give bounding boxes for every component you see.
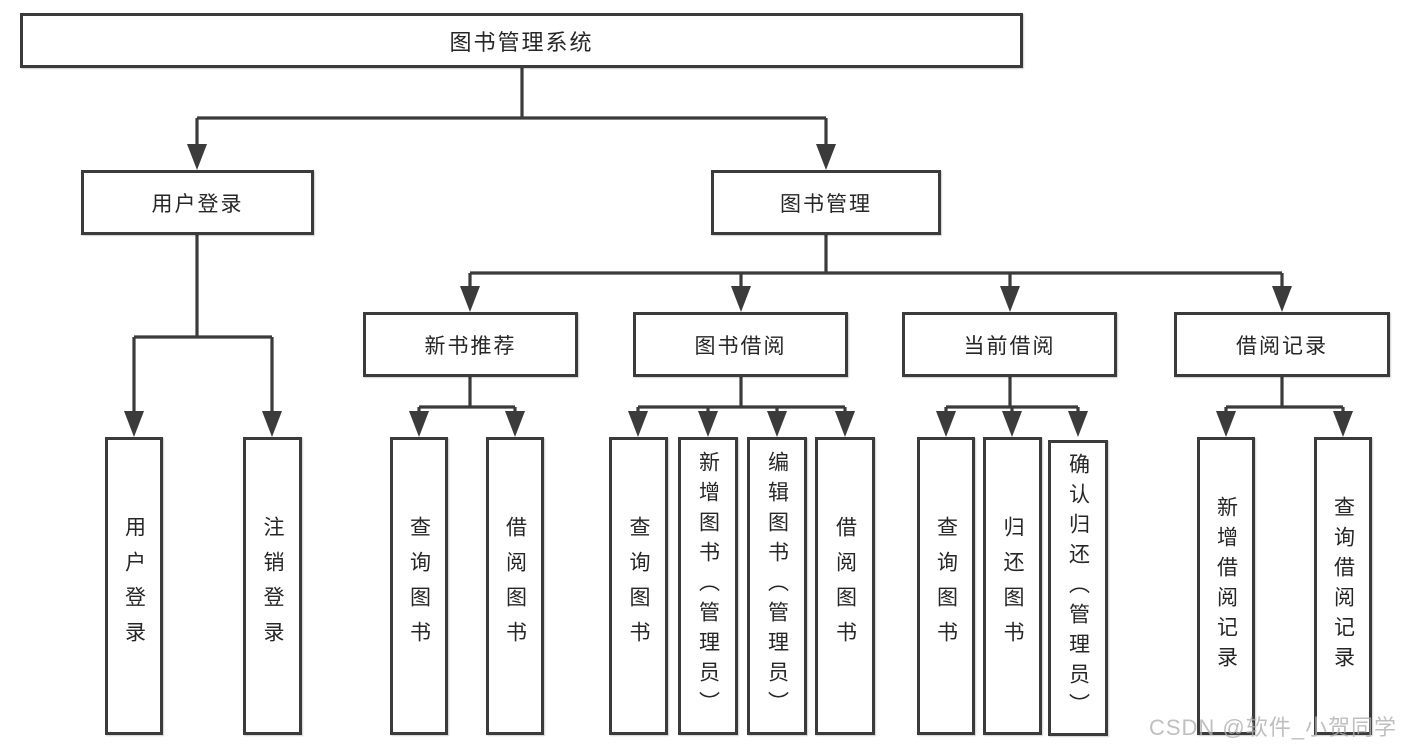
node-label: 查询图书 (627, 516, 650, 656)
node-label: 借阅图书 (503, 516, 527, 656)
connector-current-borrow-children (936, 377, 1088, 437)
connector-user-login-children (124, 235, 282, 437)
node-root-library-system: 图书管理系统 (20, 13, 1023, 68)
leaf-current-return-book: 归还图书 (983, 437, 1042, 735)
leaf-records-add-record: 新增借阅记录 (1197, 437, 1255, 735)
arrowhead (767, 411, 787, 437)
connector-book-borrow-children (628, 377, 855, 437)
arrowhead (835, 411, 855, 437)
node-label: 新增借阅记录 (1214, 496, 1238, 676)
arrowhead (1068, 411, 1088, 437)
node-book-management: 图书管理 (711, 170, 941, 235)
node-user-login: 用户登录 (81, 170, 314, 235)
leaf-borrow-edit-book-admin: 编辑图书（管理员） (747, 437, 807, 735)
leaf-current-confirm-return-admin: 确认归还（管理员） (1048, 440, 1108, 736)
node-label: 归还图书 (1001, 516, 1024, 656)
leaf-recommend-query-book: 查询图书 (390, 437, 448, 735)
node-label: 图书管理系统 (449, 29, 594, 55)
node-new-book-recommend: 新书推荐 (363, 312, 578, 377)
node-label: 用户登录 (151, 192, 244, 216)
arrowhead (1216, 411, 1236, 437)
arrowhead (1002, 411, 1022, 437)
arrowhead (628, 411, 648, 437)
connector-new-book-recommend-children (409, 377, 525, 437)
arrowhead (936, 411, 956, 437)
node-label: 图书管理 (780, 192, 872, 216)
arrowhead (505, 411, 525, 437)
arrowhead (731, 286, 751, 312)
leaf-logout: 注销登录 (243, 437, 302, 735)
connector-root-to-level2 (187, 68, 836, 170)
leaf-borrow-query-book: 查询图书 (609, 437, 668, 735)
node-label: 用户登录 (122, 516, 146, 656)
leaf-records-query-record: 查询借阅记录 (1314, 437, 1372, 735)
node-label: 查询图书 (407, 516, 431, 656)
arrowhead (816, 144, 836, 170)
arrowhead (124, 411, 144, 437)
node-label: 新书推荐 (424, 334, 517, 358)
node-borrow-records: 借阅记录 (1174, 312, 1390, 377)
node-label: 编辑图书（管理员） (765, 451, 789, 721)
node-label: 借阅记录 (1236, 334, 1328, 358)
connector-book-management-children (460, 235, 1292, 312)
leaf-user-login: 用户登录 (105, 437, 163, 735)
arrowhead (409, 411, 429, 437)
arrowhead (460, 286, 480, 312)
arrowhead (1272, 286, 1292, 312)
node-label: 借阅图书 (833, 516, 857, 656)
node-label: 新增图书（管理员） (696, 451, 720, 721)
leaf-current-query-book: 查询图书 (917, 437, 975, 735)
arrowhead (698, 411, 718, 437)
leaf-borrow-add-book-admin: 新增图书（管理员） (678, 437, 738, 735)
node-label: 确认归还（管理员） (1066, 453, 1090, 723)
leaf-borrow-borrow-book: 借阅图书 (815, 437, 875, 735)
node-label: 查询借阅记录 (1331, 496, 1355, 676)
node-current-borrow: 当前借阅 (902, 312, 1117, 377)
csdn-watermark: CSDN @软件_小贺同学 (1148, 715, 1397, 740)
node-label: 当前借阅 (963, 334, 1056, 358)
node-label: 图书借阅 (694, 334, 787, 358)
node-label: 查询图书 (934, 516, 958, 656)
arrowhead (1000, 286, 1020, 312)
leaf-recommend-borrow-book: 借阅图书 (486, 437, 544, 735)
connector-borrow-records-children (1216, 377, 1353, 437)
arrowhead (187, 144, 207, 170)
node-book-borrow: 图书借阅 (633, 312, 848, 377)
node-label: 注销登录 (261, 516, 284, 656)
arrowhead (1333, 411, 1353, 437)
arrowhead (262, 411, 282, 437)
